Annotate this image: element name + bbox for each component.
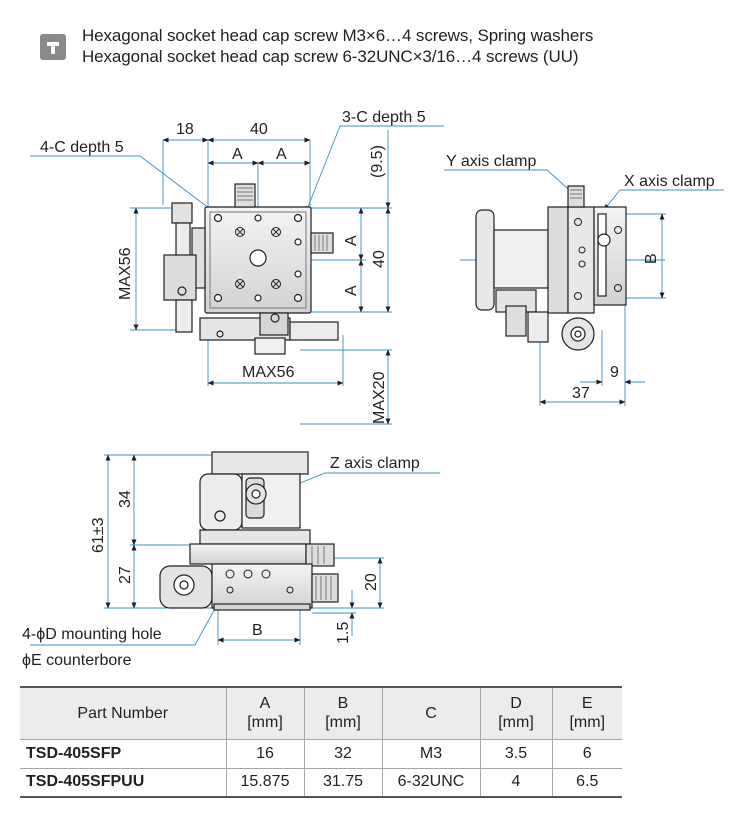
header-a: A[mm] — [225, 686, 305, 740]
screw-note-2: Hexagonal socket head cap screw 6-32UNC×… — [82, 47, 579, 66]
dim-1-5: 1.5 — [335, 622, 352, 644]
cell-c: M3 — [381, 738, 481, 769]
dim-max56-bottom: MAX56 — [242, 364, 295, 381]
header-b: B[mm] — [303, 686, 383, 740]
screw-note-1: Hexagonal socket head cap screw M3×6…4 s… — [82, 26, 594, 45]
label-counterbore: ϕE counterbore — [22, 652, 132, 669]
top-view — [30, 125, 444, 425]
table-row: TSD-405SFP 16 32 M3 3.5 6 — [20, 738, 622, 769]
cell-d: 3.5 — [479, 738, 553, 769]
table-header-row: Part Number A[mm] B[mm] C D[mm] E[mm] — [20, 686, 622, 740]
label-z-clamp: Z axis clamp — [330, 455, 420, 472]
label-y-clamp: Y axis clamp — [446, 153, 537, 170]
header-part-number: Part Number — [20, 686, 227, 740]
dim-b-bottom: B — [252, 622, 263, 639]
dim-b-right: B — [643, 253, 660, 264]
dim-max56-left: MAX56 — [117, 247, 134, 300]
dim-9-5: (9.5) — [369, 145, 386, 178]
cell-d: 4 — [479, 767, 553, 798]
table-row: TSD-405SFPUU 15.875 31.75 6-32UNC 4 6.5 — [20, 767, 622, 798]
cell-b: 32 — [303, 738, 383, 769]
dim-9: 9 — [610, 364, 619, 381]
side-view — [444, 169, 724, 406]
dim-20: 20 — [363, 573, 380, 591]
dim-34: 34 — [117, 490, 134, 508]
spec-table: Part Number A[mm] B[mm] C D[mm] E[mm] TS… — [20, 686, 622, 798]
dim-61: 61±3 — [90, 517, 107, 553]
label-x-clamp: X axis clamp — [624, 173, 715, 190]
front-view — [30, 451, 440, 646]
drawing-labels: 18 40 A A 4-C depth 5 3-C depth 5 (9.5) … — [22, 109, 715, 669]
cell-c: 6-32UNC — [381, 767, 481, 798]
cell-a: 16 — [225, 738, 305, 769]
dim-a-top-2: A — [276, 146, 287, 163]
cell-part-number: TSD-405SFP — [20, 738, 227, 769]
dim-18: 18 — [176, 121, 194, 138]
stage-drawing: 18 40 A A 4-C depth 5 3-C depth 5 (9.5) … — [22, 109, 724, 669]
dim-40-right: 40 — [371, 250, 388, 268]
dim-27: 27 — [117, 566, 134, 584]
dim-40-top: 40 — [250, 121, 268, 138]
label-mounting-hole: 4-ϕD mounting hole — [22, 626, 162, 643]
header-d: D[mm] — [479, 686, 553, 740]
dim-a-right-2: A — [343, 285, 360, 296]
cell-e: 6.5 — [551, 767, 622, 798]
dim-a-right-1: A — [343, 235, 360, 246]
cell-part-number: TSD-405SFPUU — [20, 767, 227, 798]
dim-max20: MAX20 — [371, 371, 388, 424]
cell-a: 15.875 — [225, 767, 305, 798]
cell-e: 6 — [551, 738, 622, 769]
label-4c-depth: 4-C depth 5 — [40, 139, 124, 156]
header-e: E[mm] — [551, 686, 622, 740]
dim-a-top-1: A — [232, 146, 243, 163]
cell-b: 31.75 — [303, 767, 383, 798]
note-icon — [40, 34, 66, 60]
header-c: C — [381, 686, 481, 740]
label-3c-depth: 3-C depth 5 — [342, 109, 426, 126]
dim-37: 37 — [572, 385, 590, 402]
